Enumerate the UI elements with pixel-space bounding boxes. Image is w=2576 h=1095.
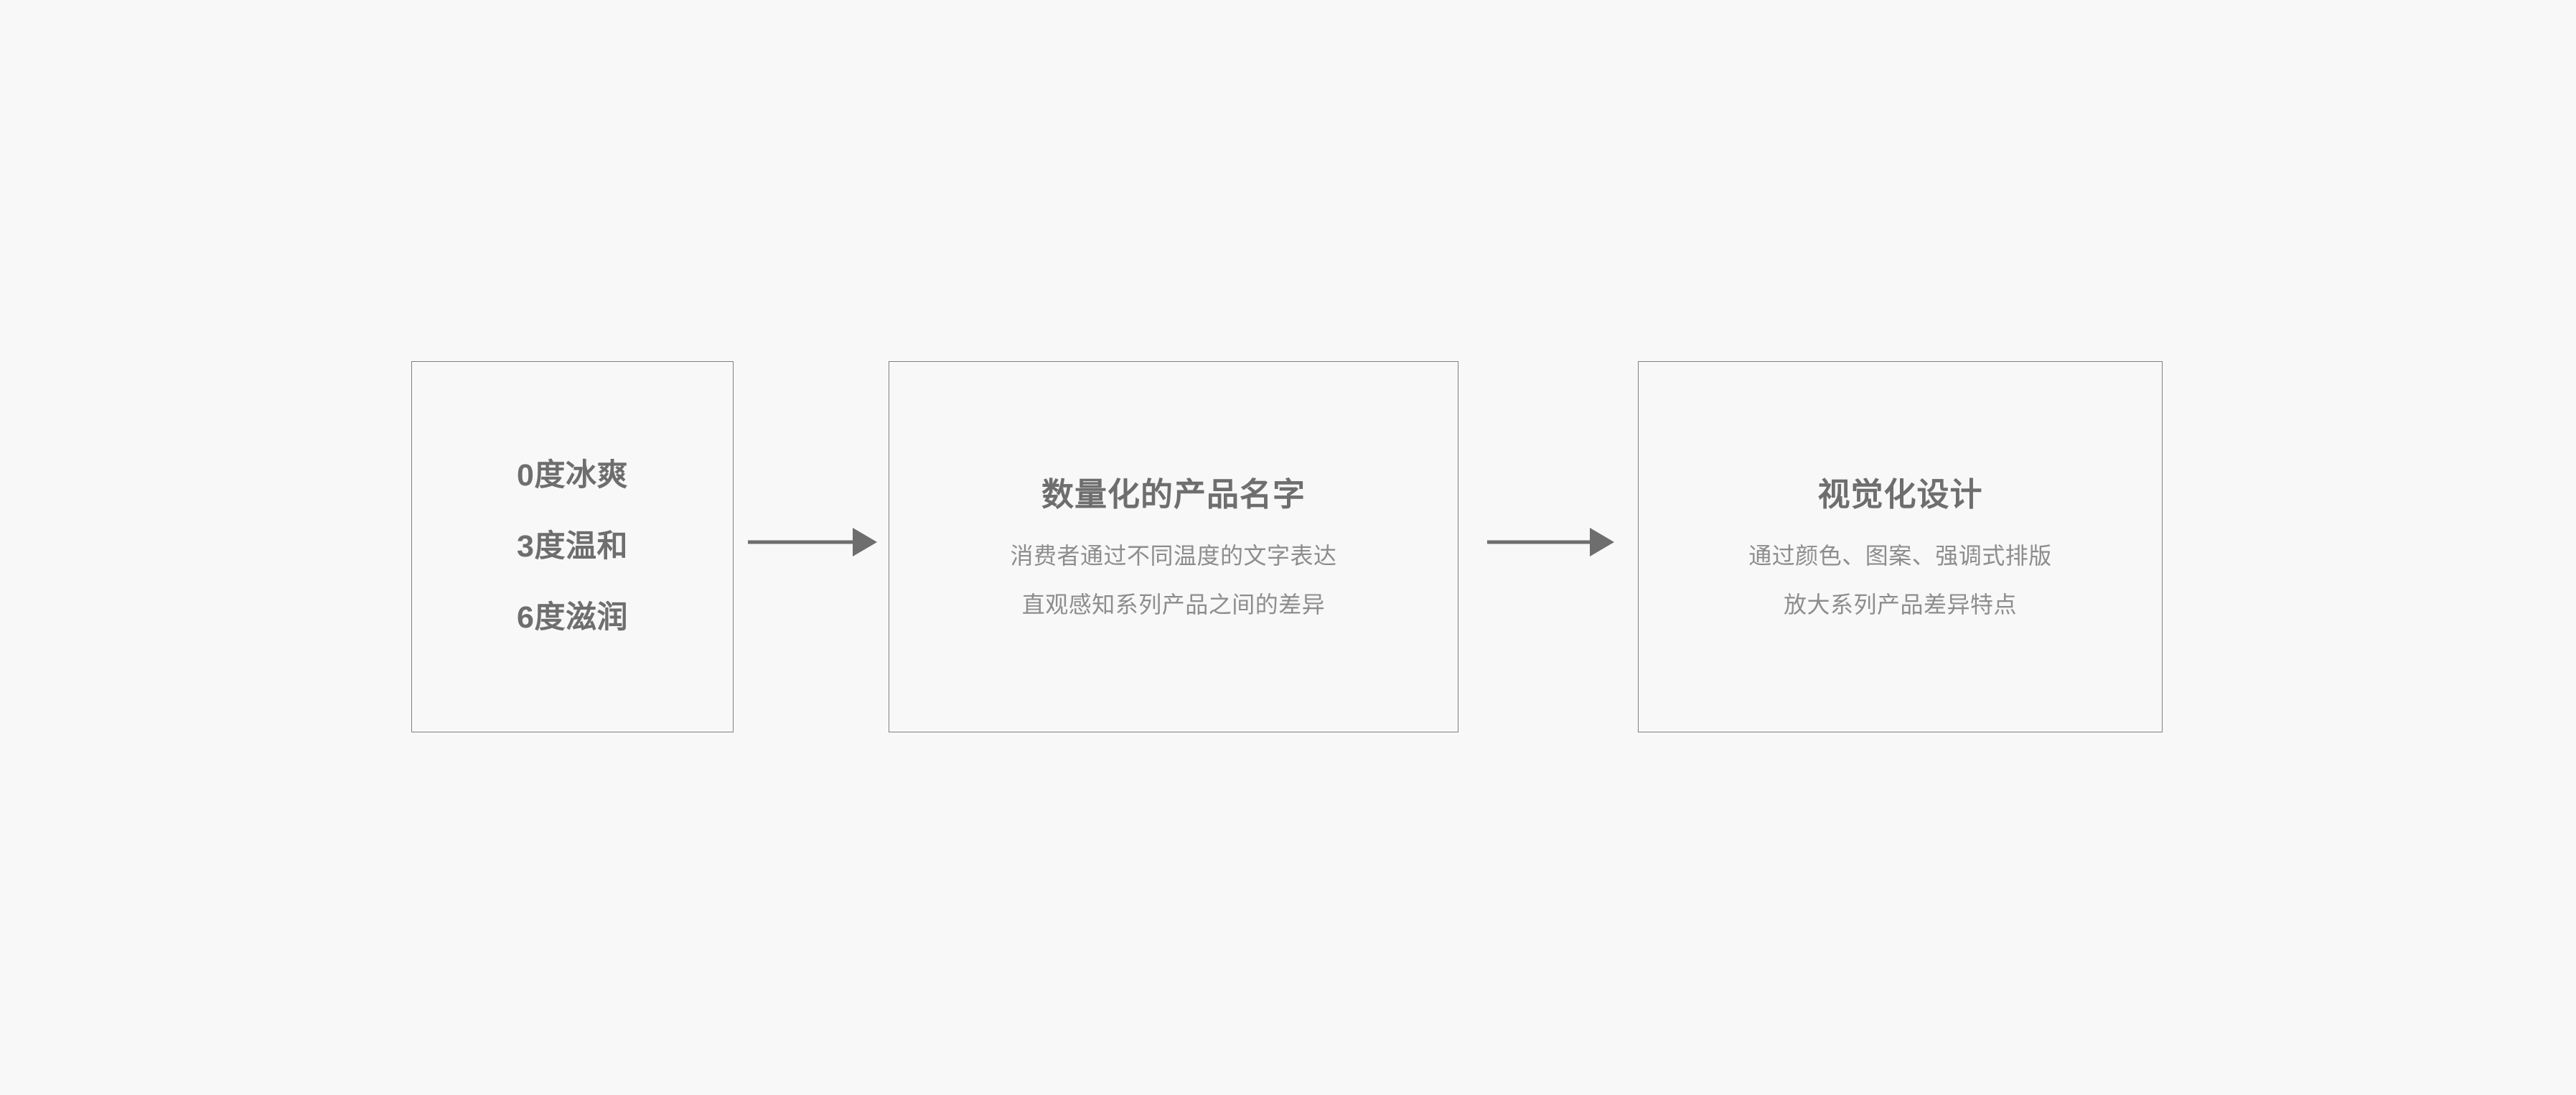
flow-step-2-subtitle-2: 直观感知系列产品之间的差异: [1021, 591, 1326, 618]
flow-connector-arrow-1: [746, 521, 879, 564]
flow-step-box-2[interactable]: 数量化的产品名字 消费者通过不同温度的文字表达 直观感知系列产品之间的差异: [889, 361, 1458, 732]
flow-step-box-1[interactable]: 0度冰爽 3度温和 6度滋润: [411, 361, 734, 732]
flow-step-2-title: 数量化的产品名字: [1041, 475, 1306, 513]
flow-step-3-subtitle-1: 通过颜色、图案、强调式排版: [1748, 542, 2052, 569]
flow-step-box-3[interactable]: 视觉化设计 通过颜色、图案、强调式排版 放大系列产品差异特点: [1638, 361, 2163, 732]
arrow-right-icon: [748, 528, 877, 556]
flow-step-3-subtitle-group: 通过颜色、图案、强调式排版 放大系列产品差异特点: [1748, 544, 2052, 616]
flow-step-2-subtitle-group: 消费者通过不同温度的文字表达 直观感知系列产品之间的差异: [1010, 544, 1336, 616]
flow-step-2-subtitle-1: 消费者通过不同温度的文字表达: [1010, 542, 1337, 569]
flow-step-1-line-3: 6度滋润: [517, 600, 628, 635]
flow-connector-arrow-2: [1486, 521, 1616, 564]
flow-step-1-line-1: 0度冰爽: [517, 458, 628, 493]
arrow-right-icon: [1487, 528, 1614, 556]
flow-step-3-subtitle-2: 放大系列产品差异特点: [1783, 591, 2017, 618]
flow-step-1-line-2: 3度温和: [517, 529, 628, 564]
flow-step-3-title: 视觉化设计: [1817, 475, 1983, 513]
